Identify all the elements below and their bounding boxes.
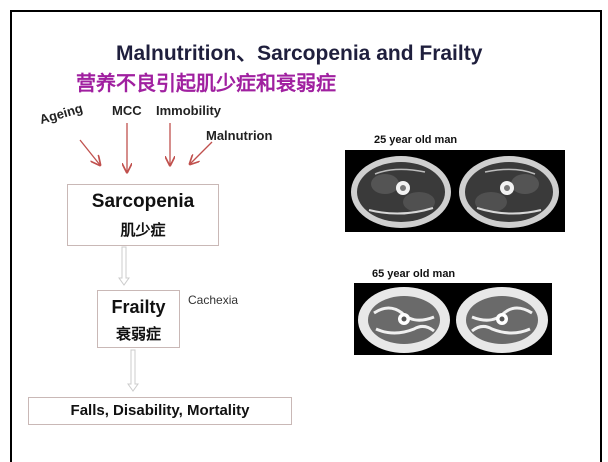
arrow-malnutrion-to-sarcopenia	[190, 142, 212, 164]
cause-mcc: MCC	[112, 103, 142, 118]
sarcopenia-box: Sarcopenia 肌少症	[67, 184, 219, 246]
cause-ageing: Ageing	[38, 100, 84, 127]
arrow-ageing-to-sarcopenia	[80, 140, 100, 165]
sarcopenia-label-chinese: 肌少症	[68, 219, 218, 240]
outcomes-box: Falls, Disability, Mortality	[28, 397, 292, 425]
cause-malnutrion: Malnutrion	[206, 128, 272, 143]
frailty-box: Frailty 衰弱症	[97, 290, 180, 348]
frailty-label-chinese: 衰弱症	[98, 323, 179, 344]
mri-old-thighs-image	[354, 283, 552, 355]
arrow-sarcopenia-to-frailty	[119, 247, 129, 285]
cachexia-label: Cachexia	[188, 293, 238, 307]
old-man-label: 65 year old man	[372, 268, 455, 280]
arrow-frailty-to-outcomes	[128, 350, 138, 391]
frailty-label: Frailty	[98, 297, 179, 318]
cause-immobility: Immobility	[156, 103, 221, 118]
slide-frame-left	[10, 10, 12, 462]
outcomes-label: Falls, Disability, Mortality	[29, 402, 291, 419]
mri-young-thighs-image	[345, 150, 565, 232]
slide-frame-top	[10, 10, 602, 12]
young-man-label: 25 year old man	[374, 134, 457, 146]
slide-title-english: Malnutrition、Sarcopenia and Frailty	[116, 37, 482, 67]
sarcopenia-label: Sarcopenia	[68, 191, 218, 213]
slide-title-chinese: 营养不良引起肌少症和衰弱症	[76, 67, 336, 96]
slide-frame-right	[600, 10, 602, 462]
